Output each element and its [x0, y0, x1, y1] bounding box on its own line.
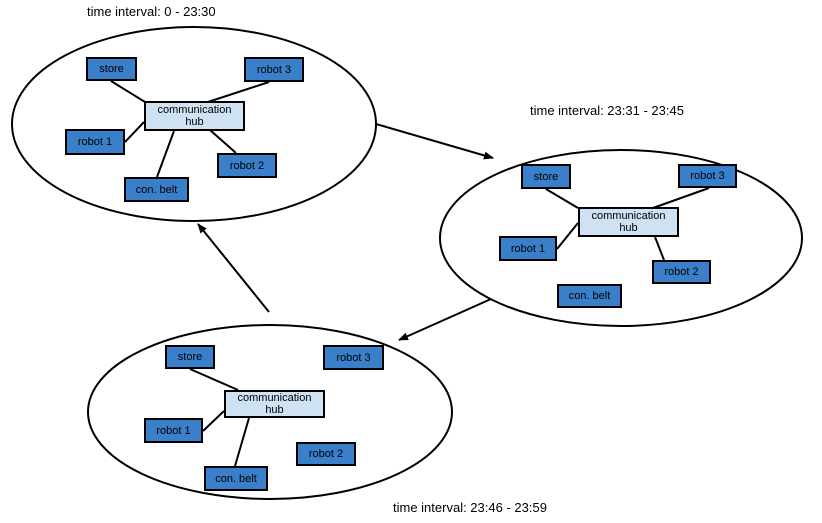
- transition-arrow-1-to-2: [375, 123, 494, 160]
- node-1-robot3: robot 3: [244, 57, 304, 82]
- link-2-robot3: [652, 187, 710, 209]
- hub-1-line-2: hub: [185, 116, 204, 128]
- link-3-robot1: [202, 410, 225, 432]
- node-1-robot1: robot 1: [65, 129, 125, 155]
- hub-2-line-1: communication: [591, 210, 666, 222]
- node-3-robot3: robot 3: [323, 345, 384, 370]
- node-1-belt: con. belt: [124, 177, 189, 202]
- link-1-belt: [156, 130, 175, 178]
- interval-label-2: time interval: 23:31 - 23:45: [530, 103, 684, 118]
- node-1-store: store: [86, 57, 137, 81]
- hub-3-line-2: hub: [265, 404, 284, 416]
- node-2-robot3: robot 3: [678, 164, 737, 188]
- transition-arrow-3-to-1: [197, 223, 270, 313]
- node-3-robot2: robot 2: [296, 442, 356, 466]
- node-2-belt: con. belt: [557, 284, 622, 308]
- hub-3-line-1: communication: [237, 392, 312, 404]
- hub-1-line-1: communication: [157, 104, 232, 116]
- node-2-robot1: robot 1: [499, 236, 557, 261]
- link-2-robot2: [654, 236, 665, 261]
- node-3-robot1: robot 1: [144, 418, 203, 443]
- link-2-store: [545, 188, 579, 209]
- link-3-store: [189, 368, 239, 391]
- interval-label-3: time interval: 23:46 - 23:59: [393, 500, 547, 515]
- state-2-ellipse: [439, 149, 803, 327]
- link-1-robot2: [209, 129, 237, 154]
- link-1-robot1: [124, 121, 145, 143]
- state-3-ellipse: [87, 324, 453, 500]
- link-1-store: [110, 80, 146, 103]
- node-1-robot2: robot 2: [217, 153, 277, 178]
- node-3-belt: con. belt: [204, 466, 268, 491]
- link-2-robot1: [556, 222, 579, 250]
- link-3-belt: [234, 417, 250, 467]
- interval-label-1: time interval: 0 - 23:30: [87, 4, 216, 19]
- node-2-store: store: [521, 164, 571, 189]
- node-3-store: store: [165, 345, 215, 369]
- hub-2-line-2: hub: [619, 222, 638, 234]
- node-2-robot2: robot 2: [652, 260, 711, 284]
- link-1-robot3: [207, 81, 270, 103]
- transition-arrow-2-to-3: [398, 298, 492, 341]
